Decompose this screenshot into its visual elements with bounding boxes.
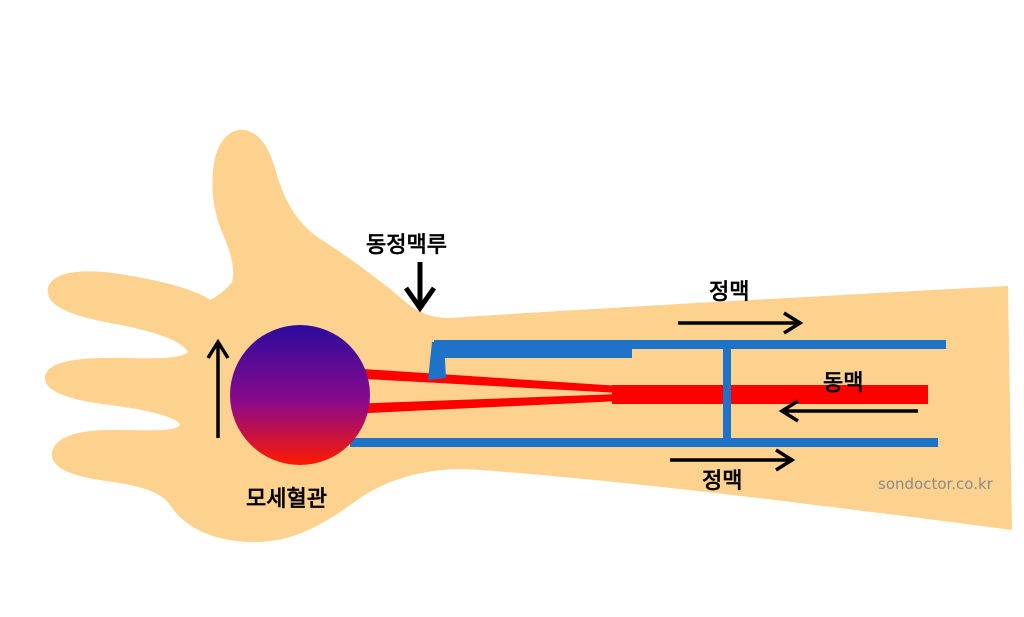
capillary-circle xyxy=(230,325,370,465)
arrow-down-icon xyxy=(403,262,437,313)
artery-branch-upper-band xyxy=(348,368,620,393)
label-artery: 동맥 xyxy=(823,371,863,396)
watermark: sondoctor.co.kr xyxy=(878,475,994,493)
vein-upper-thick xyxy=(434,340,632,358)
artery-branch-lower xyxy=(348,394,620,414)
arrow-right-icon xyxy=(670,448,796,472)
hand-arm-shape xyxy=(45,129,1012,543)
label-fistula: 동정맥루 xyxy=(366,233,447,258)
artery-vessel xyxy=(612,385,928,404)
arrow-right-icon xyxy=(678,311,804,335)
vein-lower xyxy=(350,438,938,447)
vein-upper xyxy=(434,340,946,349)
vein-connector xyxy=(723,345,731,443)
label-vein-top: 정맥 xyxy=(709,280,749,305)
label-capillary: 모세혈관 xyxy=(246,487,327,512)
arrow-left-icon xyxy=(778,399,918,423)
label-vein-bottom: 정맥 xyxy=(702,469,742,494)
arrow-up-icon xyxy=(206,338,230,438)
fistula-connector xyxy=(428,342,446,380)
